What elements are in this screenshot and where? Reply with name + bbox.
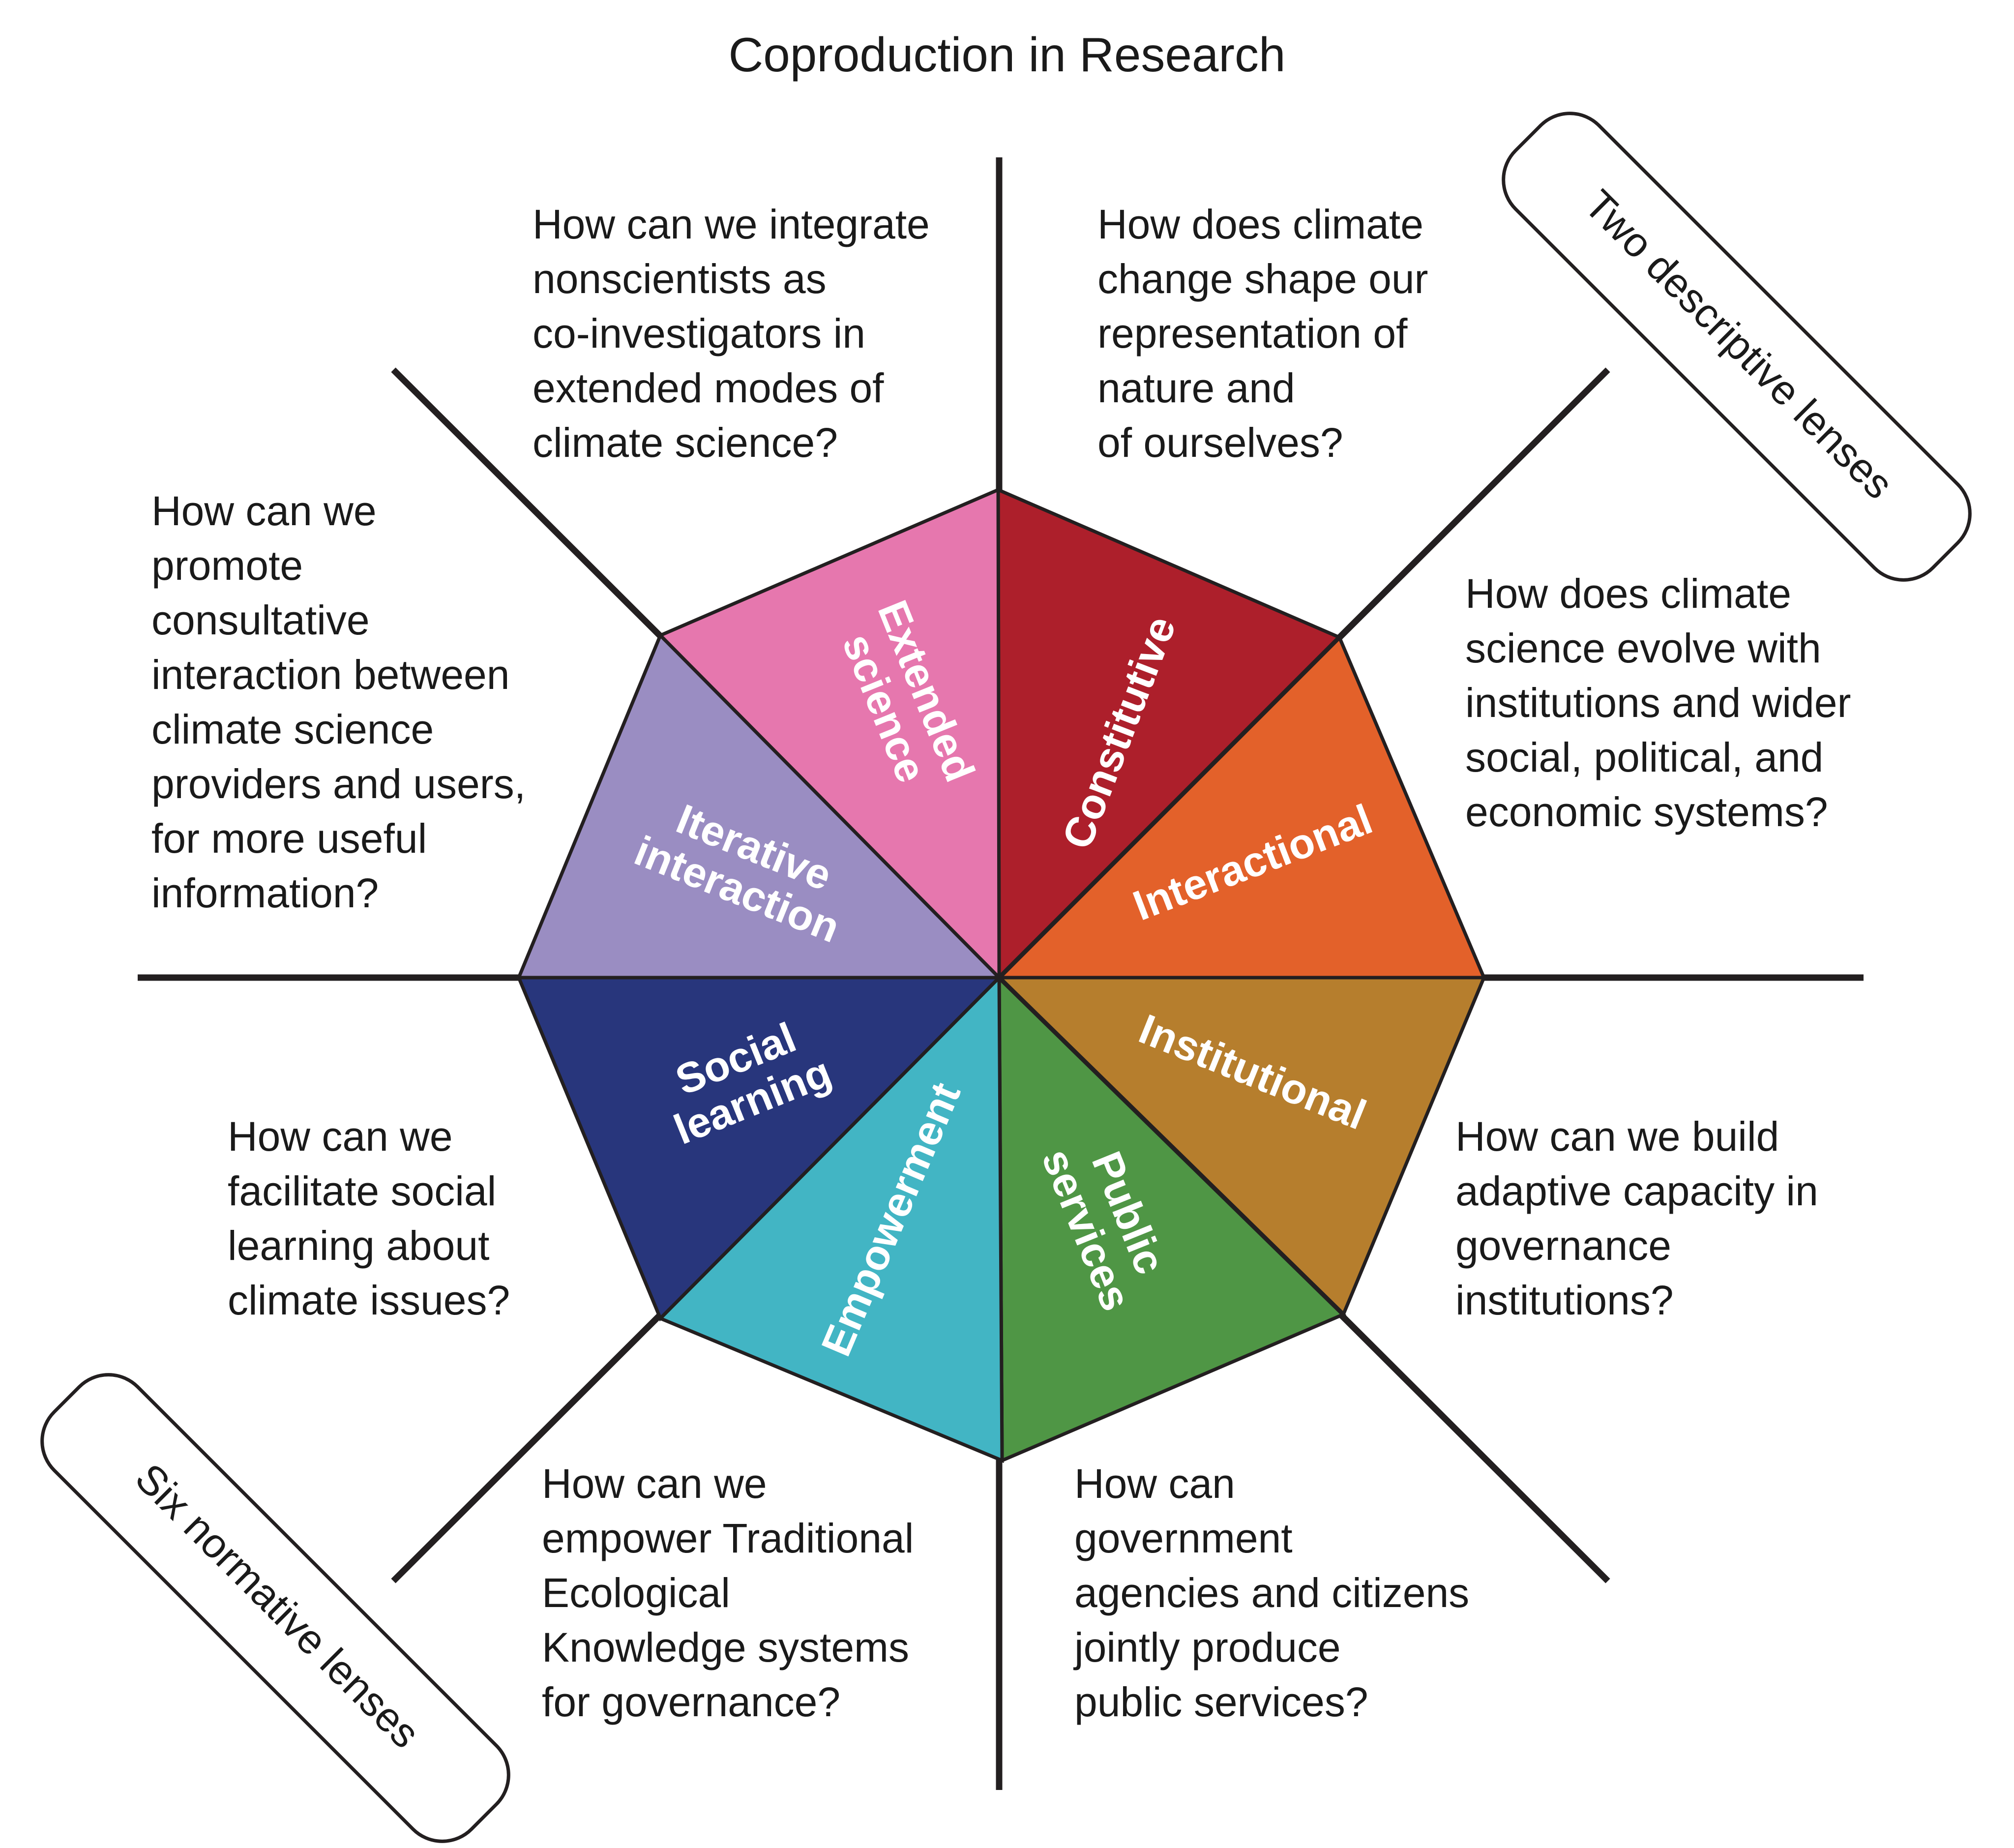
normative-lenses-badge: Six normative lenses <box>40 1373 510 1843</box>
question-line: information? <box>151 870 379 916</box>
question-line: nonscientists as <box>533 256 827 302</box>
divider-institutional-public <box>997 976 1345 1316</box>
question-line: agencies and citizens <box>1074 1570 1469 1616</box>
question-line: How can we <box>228 1113 453 1160</box>
descriptive-lenses-pill <box>1502 112 1972 582</box>
question-line: empower Traditional <box>542 1515 914 1561</box>
divider-descriptive-normative <box>997 635 1341 980</box>
question-line: social, political, and <box>1465 734 1823 780</box>
question-line: nature and <box>1097 365 1295 411</box>
question-line: for governance? <box>542 1679 840 1725</box>
question-iterative-interaction: How can we promote consultative interaction… <box>151 488 526 916</box>
descriptive-lenses-badge: Two descriptive lenses <box>1502 112 1972 582</box>
question-line: climate issues? <box>228 1277 510 1323</box>
question-line: for more useful <box>151 815 427 862</box>
question-line: facilitate social <box>228 1168 496 1214</box>
question-line: How does climate <box>1097 201 1423 247</box>
question-line: of ourselves? <box>1097 419 1343 466</box>
question-public-services: How can government agencies and citizens jo… <box>1073 1461 1469 1725</box>
question-line: providers and users, <box>151 761 526 807</box>
question-line: science evolve with <box>1465 625 1821 671</box>
diagram-title: Coproduction in Research <box>728 28 1285 82</box>
question-line: How does climate <box>1465 570 1791 617</box>
question-line: government <box>1074 1515 1293 1561</box>
question-line: learning about <box>228 1222 489 1269</box>
normative-lenses-label: Six normative lenses <box>127 1455 429 1757</box>
question-line: consultative <box>151 597 370 643</box>
question-line: Knowledge systems <box>542 1624 909 1670</box>
question-social-learning: How can we facilitate social learning abou… <box>228 1113 510 1323</box>
question-line: governance <box>1455 1222 1671 1269</box>
question-constitutive: How does climate change shape our represen… <box>1097 201 1428 466</box>
wedge-extended-science <box>657 487 1001 982</box>
question-institutional: How can we build adaptive capacity in gove… <box>1455 1113 1818 1323</box>
question-line: change shape our <box>1097 256 1428 302</box>
question-line: How can <box>1074 1461 1235 1507</box>
question-line: How can we build <box>1455 1113 1779 1160</box>
question-line: institutions? <box>1455 1277 1674 1323</box>
question-line: promote <box>151 542 303 589</box>
descriptive-lenses-label: Two descriptive lenses <box>1576 181 1902 507</box>
question-line: How can we <box>151 488 377 534</box>
question-line: jointly produce <box>1073 1624 1341 1670</box>
question-extended-science: How can we integrate nonscientists as co-i… <box>533 201 930 466</box>
question-line: co-investigators in <box>533 310 865 357</box>
question-interactional: How does climate science evolve with insti… <box>1465 570 1851 835</box>
question-line: interaction between <box>151 652 509 698</box>
question-line: public services? <box>1074 1679 1368 1725</box>
question-line: climate science <box>151 706 434 752</box>
question-line: institutions and wider <box>1465 680 1851 726</box>
question-line: extended modes of <box>533 365 884 411</box>
normative-lenses-pill <box>40 1373 510 1843</box>
question-line: How can we <box>542 1461 767 1507</box>
question-line: Ecological <box>542 1570 730 1616</box>
question-line: How can we integrate <box>533 201 930 247</box>
question-line: climate science? <box>533 419 838 466</box>
question-line: economic systems? <box>1465 789 1828 835</box>
question-line: adaptive capacity in <box>1455 1168 1818 1214</box>
question-line: representation of <box>1097 310 1408 357</box>
